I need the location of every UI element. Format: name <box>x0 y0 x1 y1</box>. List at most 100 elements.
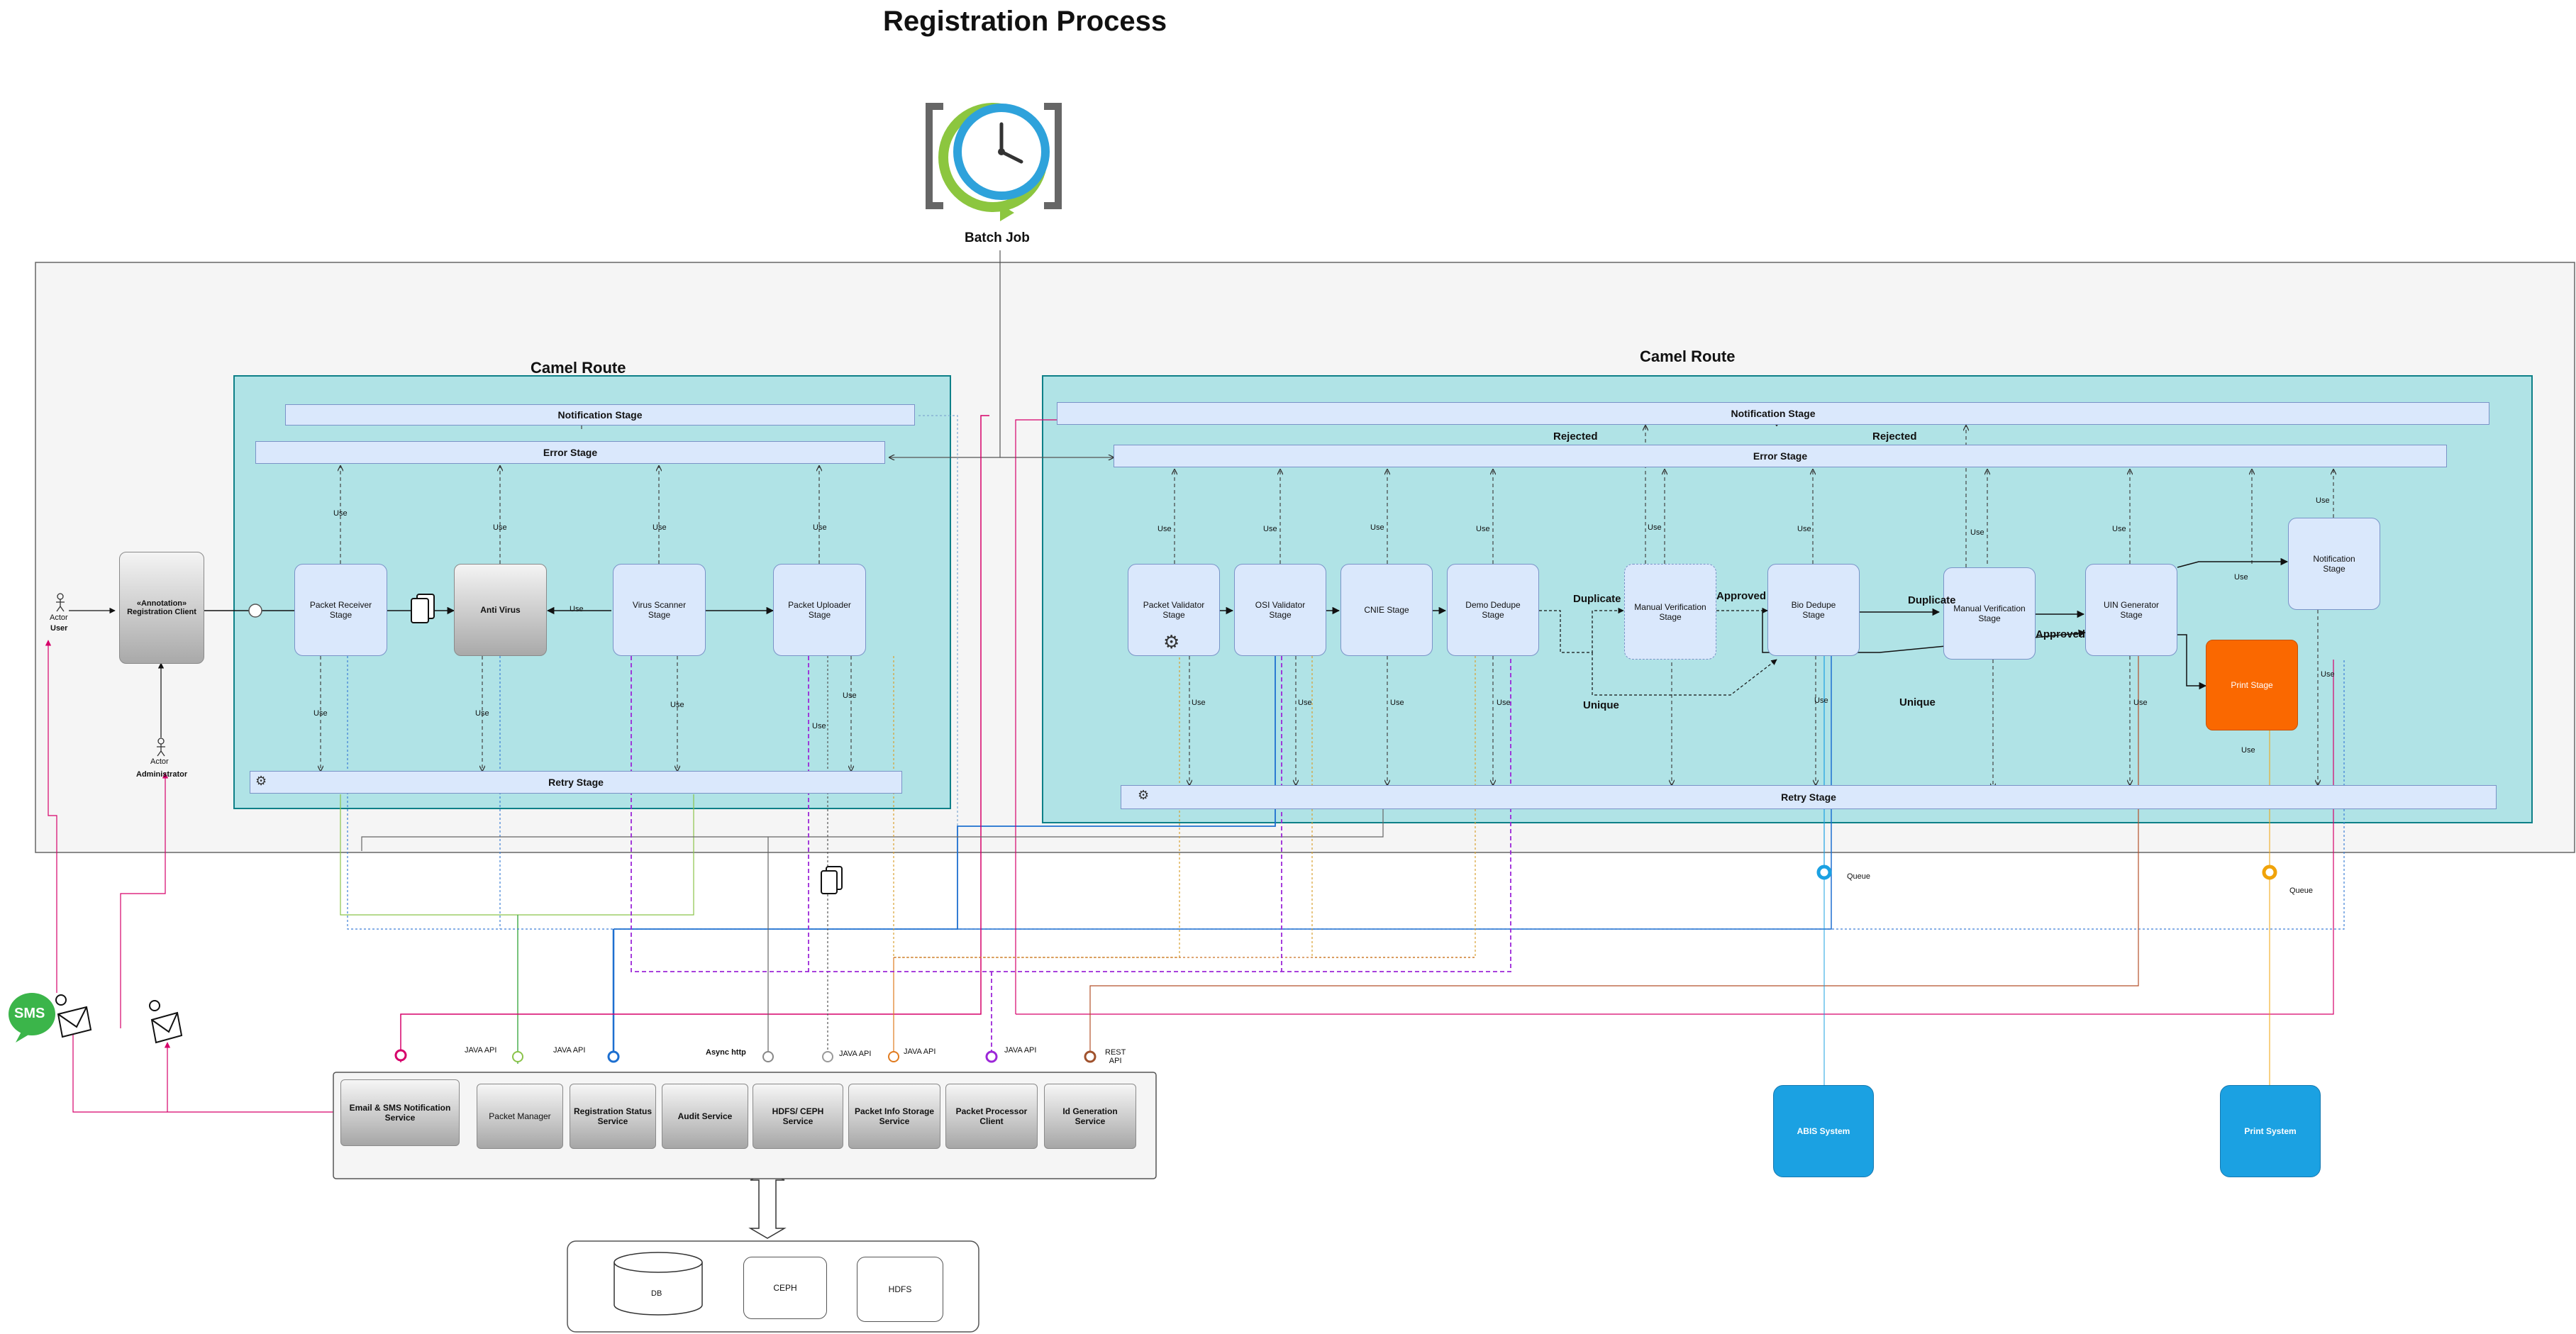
camel-route-left-label: Camel Route <box>531 359 626 377</box>
java-api-label: JAVA API <box>1004 1046 1037 1055</box>
use-label: Use <box>670 701 684 709</box>
use-label: Use <box>333 509 348 518</box>
bio-dedupe-stage[interactable]: Bio Dedupe Stage <box>1767 564 1860 656</box>
use-label: Use <box>1157 525 1172 533</box>
use-label: Use <box>1497 699 1511 707</box>
interface-ports <box>394 865 2277 1063</box>
anti-virus-box[interactable]: Anti Virus <box>454 564 547 656</box>
use-label: Use <box>313 709 328 718</box>
packet-uploader-stage[interactable]: Packet Uploader Stage <box>773 564 866 656</box>
admin-actor <box>157 738 165 757</box>
user-label: User <box>50 624 68 633</box>
gear-icon: ⚙ <box>1138 788 1150 802</box>
use-label: Use <box>2316 496 2330 505</box>
hdfs-storage[interactable]: HDFS <box>857 1257 943 1322</box>
approved-label: Approved <box>2036 628 2086 640</box>
envelope-icon <box>55 994 92 1038</box>
async-http-label: Async http <box>706 1048 746 1057</box>
virus-scanner-stage[interactable]: Virus Scanner Stage <box>613 564 706 656</box>
packet-receiver-stage[interactable]: Packet Receiver Stage <box>294 564 387 656</box>
use-label: Use <box>843 691 857 700</box>
gear-icon: ⚙ <box>1163 631 1180 652</box>
packet-manager[interactable]: Packet Manager <box>477 1084 563 1149</box>
packet-info-storage-service[interactable]: Packet Info Storage Service <box>848 1084 940 1149</box>
storage-double-arrow <box>748 1171 787 1239</box>
use-label: Use <box>1797 525 1811 533</box>
email-sms-notification-service[interactable]: Email & SMS Notification Service <box>340 1079 460 1146</box>
camel-route-right-label: Camel Route <box>1640 348 1736 365</box>
actor-label: Actor <box>50 613 68 622</box>
envelope-icon-2 <box>149 1000 183 1044</box>
duplicate-label: Duplicate <box>1573 593 1621 605</box>
registration-status-service[interactable]: Registration Status Service <box>570 1084 656 1149</box>
manual-verification-stage-1[interactable]: Manual Verification Stage <box>1624 564 1716 660</box>
id-generation-service[interactable]: Id Generation Service <box>1044 1084 1136 1149</box>
unique-label: Unique <box>1583 699 1619 711</box>
notification-edges <box>45 640 340 1113</box>
user-actor <box>56 593 65 612</box>
print-system[interactable]: Print System <box>2220 1085 2321 1177</box>
cnie-stage[interactable]: CNIE Stage <box>1340 564 1433 656</box>
use-label: Use <box>1370 523 1384 532</box>
manual-verification-stage-2[interactable]: Manual Verification Stage <box>1943 567 2036 660</box>
use-label: Use <box>2112 525 2126 533</box>
use-label: Use <box>1192 699 1206 707</box>
db-label: DB <box>651 1289 662 1298</box>
use-label: Use <box>1648 523 1662 532</box>
use-label: Use <box>570 605 584 613</box>
use-label: Use <box>813 523 827 532</box>
ceph-storage[interactable]: CEPH <box>743 1257 827 1319</box>
audit-service[interactable]: Audit Service <box>662 1084 748 1149</box>
use-label: Use <box>1970 528 1984 537</box>
demo-dedupe-stage[interactable]: Demo Dedupe Stage <box>1447 564 1539 656</box>
approved-label: Approved <box>1716 590 1767 602</box>
use-label: Use <box>812 722 826 730</box>
packet-validator-stage[interactable]: Packet Validator Stage <box>1128 564 1220 656</box>
abis-system[interactable]: ABIS System <box>1773 1085 1874 1177</box>
page-title: Registration Process <box>883 6 1167 37</box>
print-stage[interactable]: Print Stage <box>2206 640 2298 730</box>
queue-label: Queue <box>1847 872 1871 881</box>
use-label: Use <box>2133 699 2148 707</box>
use-label: Use <box>2241 746 2255 755</box>
queue-label: Queue <box>2289 886 2314 895</box>
clock-icon <box>926 103 1062 221</box>
java-api-label: JAVA API <box>465 1046 497 1055</box>
use-label: Use <box>2321 670 2335 679</box>
registration-client[interactable]: «Annotation» Registration Client <box>119 552 204 664</box>
osi-validator-stage[interactable]: OSI Validator Stage <box>1234 564 1326 656</box>
packet-processor-client[interactable]: Packet Processor Client <box>945 1084 1038 1149</box>
java-api-label: JAVA API <box>839 1050 872 1058</box>
use-label: Use <box>1390 699 1404 707</box>
use-label: Use <box>1298 699 1312 707</box>
java-api-label: JAVA API <box>553 1046 586 1055</box>
sms-label: SMS <box>14 1006 45 1021</box>
left-error-stage[interactable]: Error Stage <box>255 441 885 464</box>
sms-icon <box>9 993 55 1043</box>
use-label: Use <box>493 523 507 532</box>
unique-label: Unique <box>1899 696 1936 708</box>
rejected-label: Rejected <box>1872 430 1917 443</box>
notification-stage-box[interactable]: Notification Stage <box>2288 518 2380 610</box>
administrator-label: Administrator <box>136 770 188 779</box>
right-retry-stage[interactable]: Retry Stage <box>1121 785 2497 809</box>
use-label: Use <box>1476 525 1490 533</box>
rejected-label: Rejected <box>1553 430 1598 443</box>
hdfs-ceph-service[interactable]: HDFS/ CEPH Service <box>753 1084 843 1149</box>
left-notification-stage[interactable]: Notification Stage <box>285 404 915 426</box>
java-api-label: JAVA API <box>904 1047 936 1056</box>
use-label: Use <box>475 709 489 718</box>
right-notification-stage[interactable]: Notification Stage <box>1057 402 2489 425</box>
left-retry-stage[interactable]: Retry Stage <box>250 771 902 794</box>
use-label: Use <box>2234 573 2248 582</box>
right-dashed-flow <box>1539 607 1777 696</box>
actor-label: Actor <box>150 757 169 766</box>
use-label: Use <box>1263 525 1277 533</box>
receiver-port <box>248 604 262 618</box>
use-label: Use <box>653 523 667 532</box>
right-error-stage[interactable]: Error Stage <box>1114 445 2447 467</box>
use-label: Use <box>1814 696 1828 705</box>
gear-icon: ⚙ <box>255 774 267 788</box>
document-icon <box>411 594 435 623</box>
uin-generator-stage[interactable]: UIN Generator Stage <box>2085 564 2177 656</box>
